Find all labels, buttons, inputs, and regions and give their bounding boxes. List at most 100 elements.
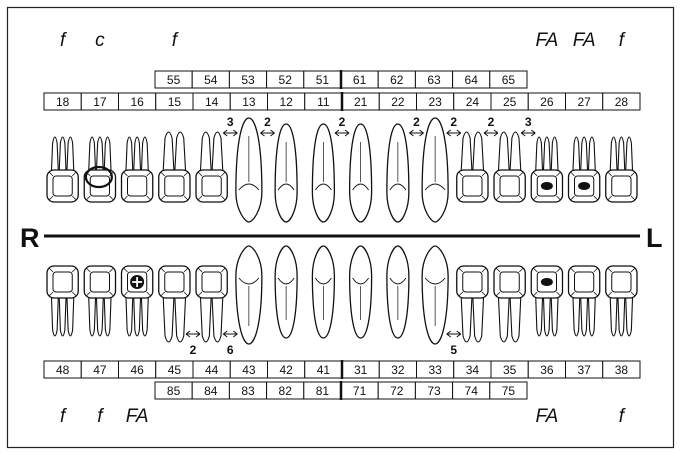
lower-permanent-row: 48474645444342413132333435363738: [44, 360, 640, 379]
tooth-root: [97, 137, 104, 170]
tooth-root: [544, 298, 551, 336]
tooth-number: 61: [353, 73, 367, 87]
tooth-number: 21: [354, 95, 368, 109]
tooth-number: 31: [354, 363, 368, 377]
tooth-root: [536, 298, 543, 336]
tooth-roots: [610, 298, 632, 336]
tooth-31: [350, 246, 372, 338]
condition-code: c: [95, 30, 105, 51]
gap-value: 2: [413, 115, 420, 129]
right-side-label: R: [20, 223, 40, 253]
tooth-number: 74: [465, 384, 479, 398]
tooth-number: 82: [279, 384, 293, 398]
tooth-41: [312, 246, 334, 338]
tooth-root: [499, 298, 510, 342]
tooth-number: 13: [242, 95, 256, 109]
tooth-roots: [610, 137, 632, 170]
tooth-number: 34: [466, 363, 480, 377]
tooth-number: 16: [130, 95, 144, 109]
tooth-21: [350, 124, 372, 222]
gap-value: 2: [339, 115, 346, 129]
tooth-root: [618, 137, 625, 170]
tooth-number: 52: [279, 73, 293, 87]
tooth-root: [510, 298, 521, 342]
condition-code: FA: [126, 406, 149, 427]
tooth-number: 46: [130, 363, 144, 377]
tooth-number: 84: [204, 384, 218, 398]
upper-deciduous-row: 55545352516162636465: [155, 70, 527, 89]
tooth-roots: [536, 298, 558, 336]
tooth-number: 42: [279, 363, 293, 377]
tooth-root: [67, 298, 74, 336]
lower-deciduous-row: 85848382817172737475: [155, 381, 527, 400]
tooth-root: [573, 137, 580, 170]
tooth-number: 11: [317, 95, 330, 109]
tooth-root: [626, 298, 633, 336]
tooth-number: 65: [502, 73, 516, 87]
tooth-number: 37: [577, 363, 591, 377]
tooth-number: 83: [241, 384, 255, 398]
tooth-number: 63: [427, 73, 441, 87]
tooth-root: [201, 132, 212, 170]
tooth-root: [212, 132, 223, 170]
tooth-number: 43: [242, 363, 256, 377]
tooth-number: 38: [615, 363, 629, 377]
tooth-root: [573, 298, 580, 336]
tooth-root: [461, 298, 472, 342]
gap-value: 2: [190, 343, 197, 357]
tooth-root: [175, 132, 186, 170]
tooth-root: [89, 137, 96, 170]
tooth-number: 33: [428, 363, 442, 377]
gap-value: 6: [227, 343, 234, 357]
tooth-number: 32: [391, 363, 405, 377]
tooth-root: [142, 298, 149, 336]
tooth-number: 54: [204, 73, 218, 87]
tooth-number: 22: [391, 95, 405, 109]
tooth-number: 71: [353, 384, 367, 398]
tooth-root: [97, 298, 104, 336]
tooth-root: [626, 137, 633, 170]
tooth-number: 51: [316, 73, 330, 87]
tooth-roots: [126, 137, 148, 170]
tooth-33: [422, 246, 448, 344]
tooth-number: 35: [503, 363, 517, 377]
gap-value: 2: [488, 115, 495, 129]
tooth-roots: [573, 137, 595, 170]
tooth-number: 81: [316, 384, 330, 398]
marking-cross: [130, 275, 144, 289]
gap-value: 3: [525, 115, 532, 129]
tooth-root: [126, 137, 133, 170]
tooth-roots: [89, 298, 111, 336]
tooth-root: [589, 298, 596, 336]
tooth-root: [201, 298, 212, 342]
tooth-root: [67, 137, 74, 170]
tooth-root: [163, 132, 174, 170]
upper-permanent-row: 18171615141312112122232425262728: [44, 92, 640, 111]
tooth-root: [89, 298, 96, 336]
gap-value: 3: [227, 115, 234, 129]
tooth-number: 15: [168, 95, 182, 109]
tooth-root: [142, 137, 149, 170]
tooth-number: 48: [56, 363, 70, 377]
tooth-root: [544, 137, 551, 170]
tooth-root: [581, 298, 588, 336]
tooth-22: [387, 124, 409, 222]
tooth-root: [134, 137, 141, 170]
tooth-11: [312, 124, 334, 222]
tooth-root: [104, 137, 111, 170]
tooth-root: [126, 298, 133, 336]
tooth-root: [589, 137, 596, 170]
tooth-root: [134, 298, 141, 336]
tooth-number: 45: [168, 363, 182, 377]
tooth-number: 53: [241, 73, 255, 87]
marking-filled: [541, 278, 553, 286]
tooth-root: [52, 298, 59, 336]
tooth-root: [473, 132, 484, 170]
tooth-root: [551, 298, 558, 336]
tooth-number: 27: [577, 95, 591, 109]
tooth-root: [551, 137, 558, 170]
tooth-number: 72: [390, 384, 404, 398]
tooth-number: 24: [466, 95, 480, 109]
